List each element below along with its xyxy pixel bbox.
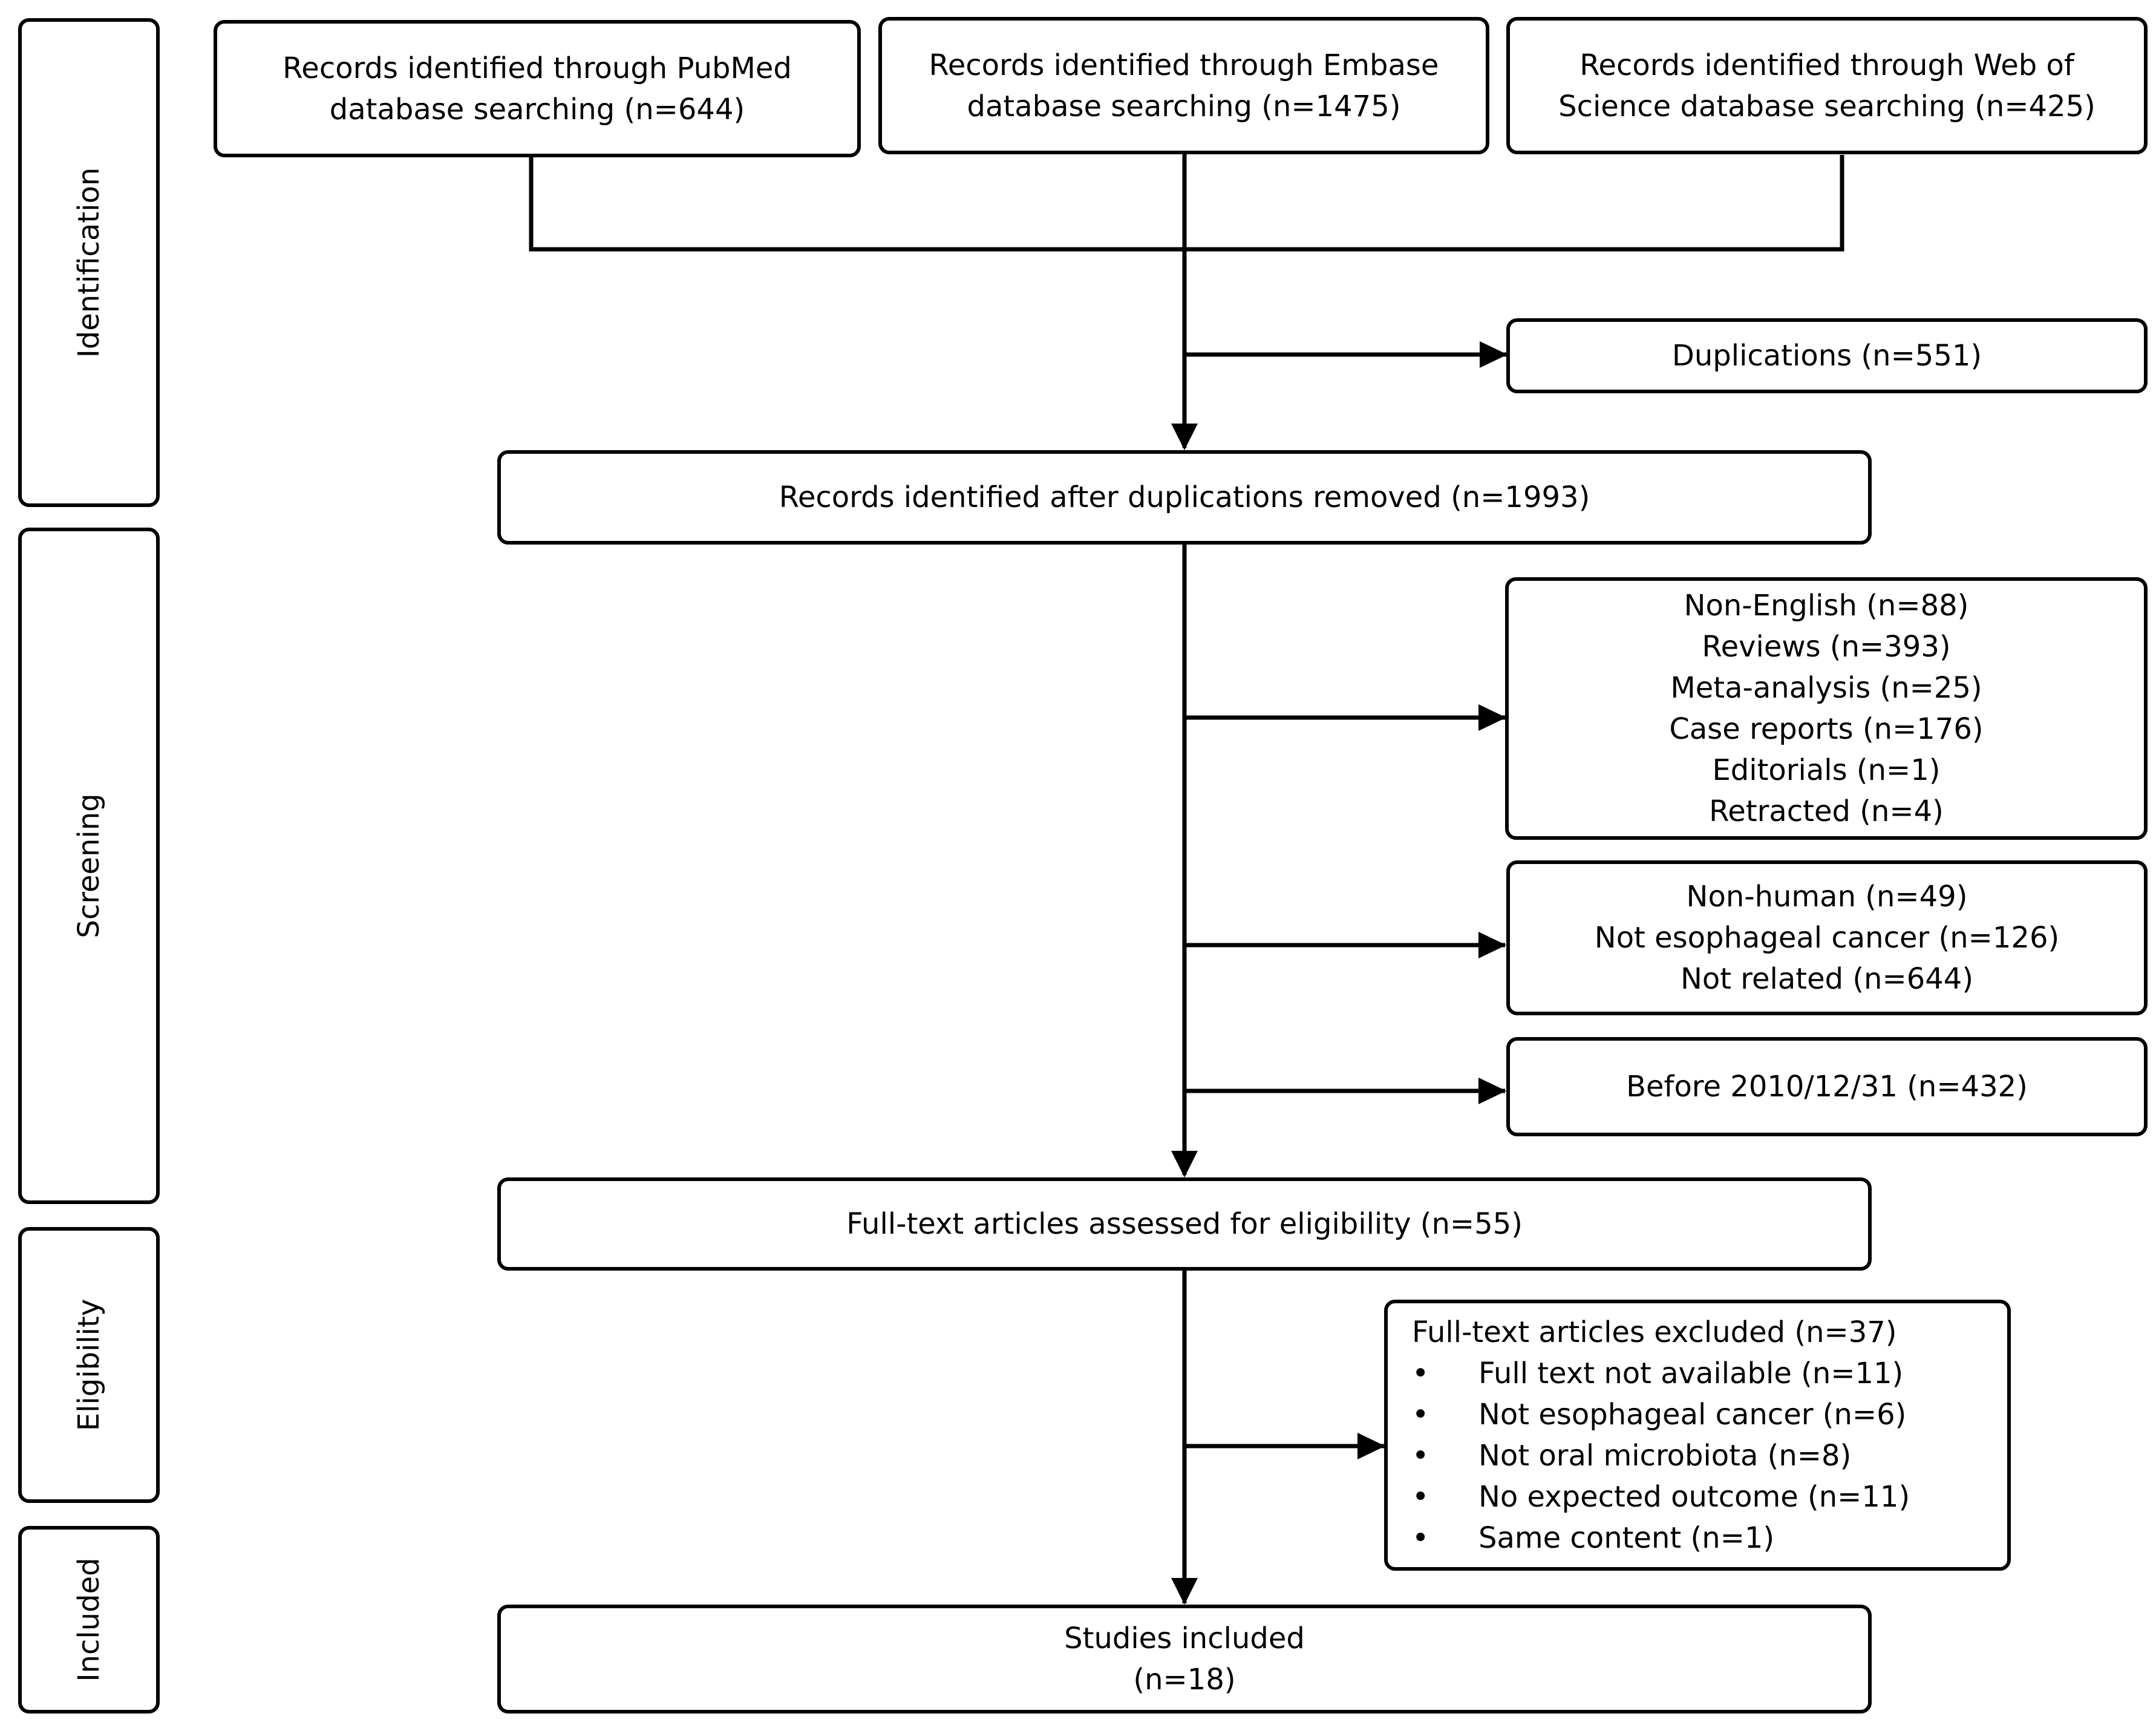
fulltext-excluded-item-text: Not oral microbiota (n=8) xyxy=(1478,1439,1852,1473)
fulltext-excluded-item-text: Same content (n=1) xyxy=(1478,1521,1775,1555)
phase-eligibility-box: Eligibility xyxy=(18,1227,160,1503)
fulltext-excluded-item: • No expected outcome (n=11) xyxy=(1412,1476,1910,1517)
exclusion-2-item: Not esophageal cancer (n=126) xyxy=(1594,921,2060,955)
embase-line-1: Records identified through Embase xyxy=(929,48,1439,82)
exclusion-1-item: Non-English (n=88) xyxy=(1684,589,1969,623)
arrowhead-right-duplications xyxy=(1480,341,1508,368)
fulltext-assessed-box: Full-text articles assessed for eligibil… xyxy=(497,1177,1872,1271)
studies-included-line-2: (n=18) xyxy=(1133,1663,1236,1697)
exclusion-2-item: Non-human (n=49) xyxy=(1686,880,1968,914)
exclusion-1-item: Retracted (n=4) xyxy=(1709,794,1944,828)
arrowhead-right-exclusion-2 xyxy=(1478,932,1506,958)
wos-line-2: Science database searching (n=425) xyxy=(1558,89,2096,123)
screening-exclusion-box-2: Non-human (n=49) Not esophageal cancer (… xyxy=(1506,860,2148,1015)
screening-exclusion-box-1: Non-English (n=88) Reviews (n=393) Meta-… xyxy=(1505,577,2148,840)
exclusion-1-item: Case reports (n=176) xyxy=(1669,712,1984,746)
bullet-marker: • xyxy=(1412,1357,1429,1390)
bullet-marker: • xyxy=(1412,1398,1429,1432)
phase-identification-box: Identification xyxy=(18,18,160,507)
fulltext-assessed-text: Full-text articles assessed for eligibil… xyxy=(846,1207,1523,1241)
fulltext-excluded-item-text: No expected outcome (n=11) xyxy=(1478,1480,1910,1514)
arrowhead-down-included xyxy=(1171,1578,1198,1605)
embase-records-box: Records identified through Embase databa… xyxy=(878,17,1489,154)
phase-included-box: Included xyxy=(18,1526,160,1714)
bullet-marker: • xyxy=(1412,1480,1429,1514)
fulltext-excluded-item-text: Not esophageal cancer (n=6) xyxy=(1478,1398,1907,1432)
duplications-text: Duplications (n=551) xyxy=(1671,339,1982,373)
embase-line-2: database searching (n=1475) xyxy=(967,89,1401,123)
fulltext-excluded-item: • Full text not available (n=11) xyxy=(1412,1353,1903,1394)
fulltext-excluded-item-text: Full text not available (n=11) xyxy=(1478,1357,1904,1390)
after-dedup-box: Records identified after duplications re… xyxy=(497,450,1872,545)
exclusion-1-item: Reviews (n=393) xyxy=(1702,630,1951,664)
studies-included-line-1: Studies included xyxy=(1064,1622,1305,1655)
arrowhead-down-fulltext xyxy=(1171,1151,1198,1177)
arrowhead-right-exclusion-3 xyxy=(1478,1078,1506,1104)
pubmed-line-1: Records identified through PubMed xyxy=(283,51,792,85)
fulltext-excluded-box: Full-text articles excluded (n=37) • Ful… xyxy=(1384,1300,2011,1571)
arrowhead-right-exclusion-1 xyxy=(1478,704,1506,731)
phase-screening-box: Screening xyxy=(18,528,160,1204)
fulltext-excluded-title: Full-text articles excluded (n=37) xyxy=(1412,1315,1897,1349)
fulltext-excluded-item: • Not oral microbiota (n=8) xyxy=(1412,1435,1851,1476)
screening-exclusion-box-3: Before 2010/12/31 (n=432) xyxy=(1506,1037,2148,1136)
pubmed-line-2: database searching (n=644) xyxy=(329,92,745,126)
after-dedup-text: Records identified after duplications re… xyxy=(779,480,1590,514)
wos-line-1: Records identified through Web of xyxy=(1579,48,2074,82)
exclusion-1-item: Editorials (n=1) xyxy=(1712,753,1941,787)
bullet-marker: • xyxy=(1412,1439,1429,1473)
exclusion-2-item: Not related (n=644) xyxy=(1680,962,1974,996)
fulltext-excluded-item: • Same content (n=1) xyxy=(1412,1517,1774,1559)
arrowhead-right-fulltext-excluded xyxy=(1357,1433,1385,1459)
studies-included-box: Studies included (n=18) xyxy=(497,1605,1872,1714)
exclusion-3-text: Before 2010/12/31 (n=432) xyxy=(1626,1070,2028,1104)
duplications-box: Duplications (n=551) xyxy=(1506,318,2148,393)
arrowhead-down-dedup xyxy=(1171,424,1198,450)
exclusion-1-item: Meta-analysis (n=25) xyxy=(1670,671,1982,705)
pubmed-records-box: Records identified through PubMed databa… xyxy=(214,20,861,157)
bullet-marker: • xyxy=(1412,1521,1429,1555)
fulltext-excluded-item: • Not esophageal cancer (n=6) xyxy=(1412,1394,1906,1435)
wos-records-box: Records identified through Web of Scienc… xyxy=(1506,17,2148,154)
